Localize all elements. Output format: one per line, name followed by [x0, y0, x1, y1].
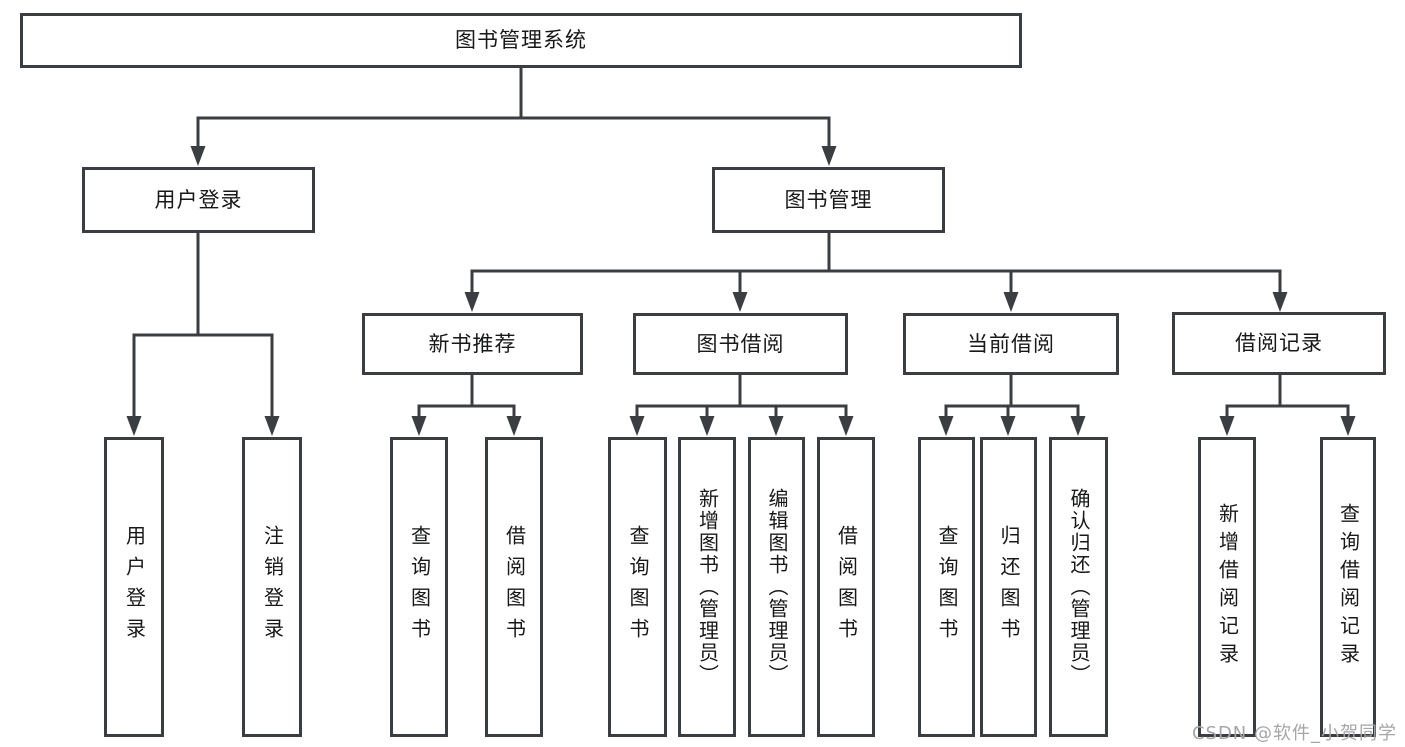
connector-borrowing-records-children [1219, 375, 1356, 436]
leaf-add-books-admin: 新增图书（管理员） [678, 437, 736, 737]
leaf-query-borrow-record: 查询借阅记录 [1320, 437, 1376, 737]
leaf-borrow-books-2: 借阅图书 [817, 437, 875, 737]
node-user-login: 用户登录 [82, 167, 315, 233]
node-book-borrowing: 图书借阅 [633, 313, 848, 375]
leaf-logout: 注销登录 [242, 437, 302, 737]
connector-book-management-children [464, 233, 1288, 312]
node-current-borrowing: 当前借阅 [903, 313, 1119, 375]
leaf-add-borrow-record: 新增借阅记录 [1198, 437, 1256, 737]
connector-current-borrowing-children [938, 375, 1086, 436]
node-new-book-recommendation: 新书推荐 [362, 313, 583, 375]
leaf-edit-books-admin: 编辑图书（管理员） [748, 437, 805, 737]
leaf-query-books-2: 查询图书 [608, 437, 667, 737]
leaf-query-books-3: 查询图书 [918, 437, 975, 737]
node-borrowing-records: 借阅记录 [1172, 312, 1386, 375]
node-library-management-system: 图书管理系统 [20, 13, 1022, 68]
csdn-watermark: CSDN @软件_小贺同学 [1191, 723, 1397, 744]
connector-root-to-level2 [190, 68, 837, 166]
connector-book-borrowing-children [629, 375, 854, 436]
leaf-user-login: 用户登录 [104, 437, 164, 737]
leaf-query-books-1: 查询图书 [390, 437, 448, 737]
connector-new-book-children [411, 375, 522, 436]
connector-user-login-children [126, 233, 280, 436]
leaf-confirm-return-admin: 确认归还（管理员） [1049, 437, 1108, 737]
leaf-return-books: 归还图书 [980, 437, 1037, 737]
node-book-management: 图书管理 [712, 167, 945, 233]
leaf-borrow-books-1: 借阅图书 [485, 437, 543, 737]
